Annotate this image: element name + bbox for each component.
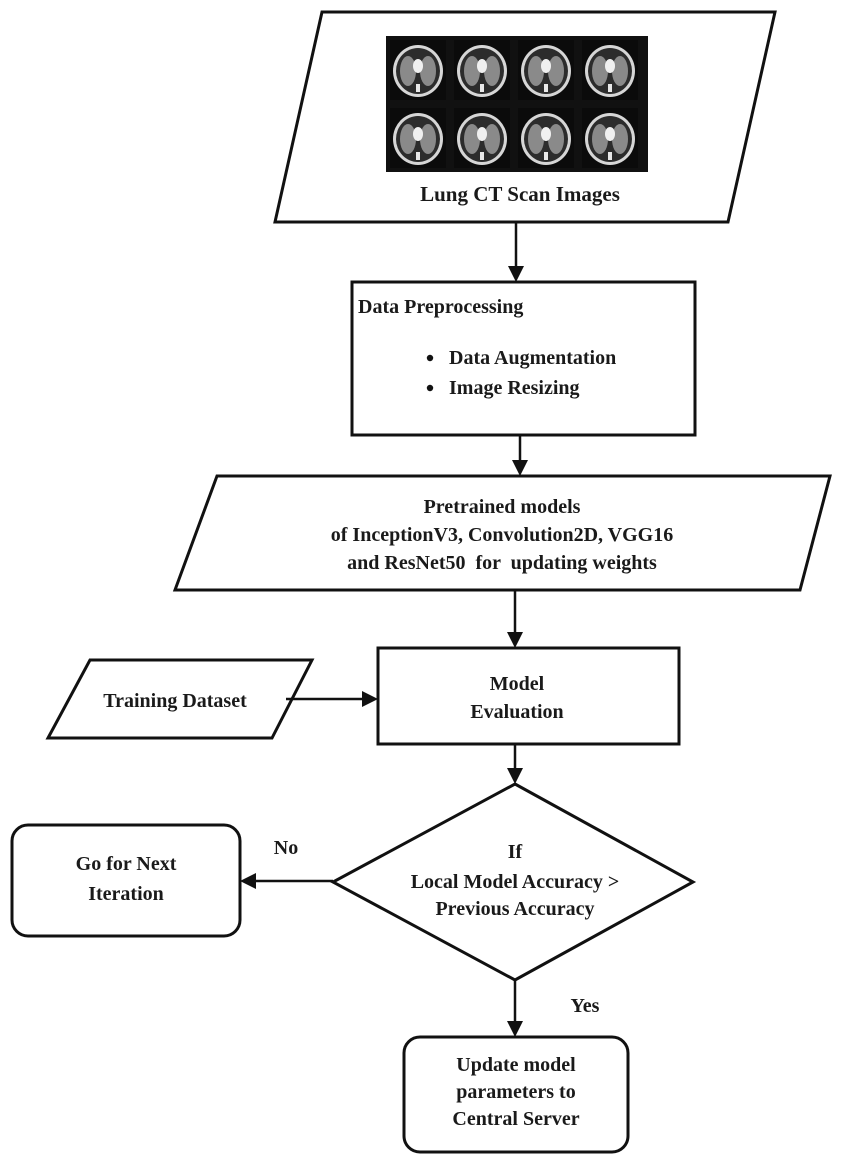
pretrained-line-2: of InceptionV3, Convolution2D, VGG16 [331,524,673,546]
preprocessing-item-resizing: Image Resizing [449,377,580,399]
evaluation-shape [376,646,681,746]
update-line-2: parameters to [456,1081,575,1103]
next-iteration-line-2: Iteration [88,883,164,905]
pretrained-node: Pretrained models of InceptionV3, Convol… [172,474,832,592]
input-images-node: Lung CT Scan Images [273,10,777,224]
arrowhead-icon [507,768,523,784]
edge-training-to-evaluation [286,691,378,707]
training-dataset-shape [45,658,315,740]
edge-pretrained-to-evaluation [507,590,523,648]
preprocessing-item-augmentation: Data Augmentation [449,347,616,369]
pretrained-line-1: Pretrained models [424,496,581,518]
arrowhead-icon [240,873,256,889]
arrowhead-icon [508,266,524,282]
decision-line-2: Local Model Accuracy > [411,871,620,893]
bullet-icon [426,354,434,362]
update-shape [402,1035,630,1154]
preprocessing-shape [350,280,697,437]
arrowhead-icon [507,1021,523,1037]
update-line-3: Central Server [452,1108,579,1130]
decision-line-3: Previous Accuracy [435,898,594,920]
update-line-1: Update model [456,1054,576,1076]
next-iteration-shape [10,823,242,938]
lung-ct-scan-thumbnail-icon [386,36,648,172]
evaluation-node: Model Evaluation [376,646,681,746]
edge-label-no: No [274,837,298,859]
edge-label-yes: Yes [571,995,600,1017]
decision-line-1: If [508,841,523,863]
next-iteration-line-1: Go for Next [76,853,177,875]
bullet-icon [426,384,434,392]
evaluation-line-2: Evaluation [470,701,563,723]
training-dataset-node: Training Dataset [45,658,315,740]
edge-decision-no: No [240,837,333,889]
preprocessing-title: Data Preprocessing [358,296,523,318]
pretrained-line-3: and ResNet50 for updating weights [347,552,657,574]
preprocessing-node: Data Preprocessing Data Augmentation Ima… [350,280,697,437]
arrowhead-icon [512,460,528,476]
next-iteration-node: Go for Next Iteration [10,823,242,938]
edge-images-to-preprocessing [508,222,524,282]
input-images-caption: Lung CT Scan Images [420,182,620,206]
arrowhead-icon [507,632,523,648]
training-dataset-label: Training Dataset [103,690,247,712]
edge-preprocessing-to-pretrained [512,435,528,476]
edge-decision-yes: Yes [507,980,600,1037]
edge-evaluation-to-decision [507,744,523,784]
update-node: Update model parameters to Central Serve… [402,1035,630,1154]
pretrained-shape [172,474,832,592]
decision-node: If Local Model Accuracy > Previous Accur… [329,782,697,982]
arrowhead-icon [362,691,378,707]
evaluation-line-1: Model [490,673,545,695]
